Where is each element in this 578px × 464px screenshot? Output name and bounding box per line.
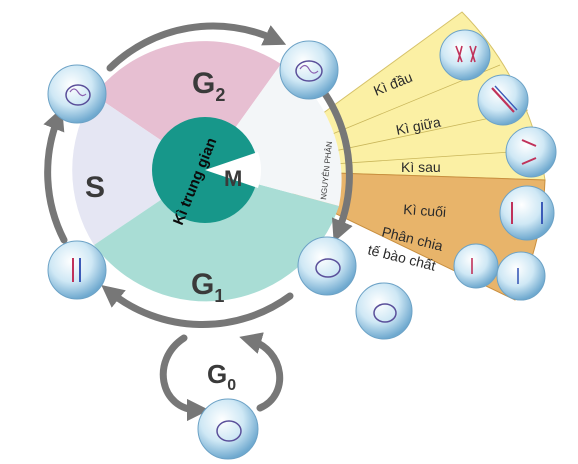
cell-g1: [47, 240, 107, 300]
cycle-wheel: [72, 41, 342, 302]
cell-cytokinesis: [453, 243, 546, 301]
cell-prophase: [439, 29, 491, 81]
arrow-s-to-g2: [106, 22, 287, 72]
cell-s: [47, 64, 107, 124]
arrow-m-to-g1: [101, 284, 294, 329]
g2-label: G2: [192, 67, 225, 105]
cell-anaphase: [505, 126, 557, 178]
arrow-g2-to-m: [314, 80, 353, 243]
s-sector: [72, 95, 205, 245]
cell-m-2: [355, 282, 413, 340]
cell-m-1: [297, 236, 357, 296]
g2-sector: [94, 41, 281, 170]
cell-g0: [197, 398, 259, 460]
g1-sector: [94, 170, 339, 302]
g1-label: G1: [191, 268, 224, 306]
m-label: M: [224, 166, 242, 191]
s-label: S: [85, 171, 105, 204]
stage-anaphase: Kì sau: [401, 159, 441, 175]
arrow-g1-to-s: [43, 107, 68, 244]
arrow-g1-to-g0: [159, 334, 210, 422]
m-notch: [205, 152, 261, 188]
arrow-g0-to-g1: [239, 332, 284, 412]
cell-g2: [279, 40, 339, 100]
cell-telophase: [499, 185, 555, 241]
cell-metaphase: [477, 74, 529, 126]
cycle-arrows: [43, 22, 353, 422]
stage-telophase: Kì cuối: [403, 201, 447, 220]
g0-label: G0: [207, 359, 236, 394]
